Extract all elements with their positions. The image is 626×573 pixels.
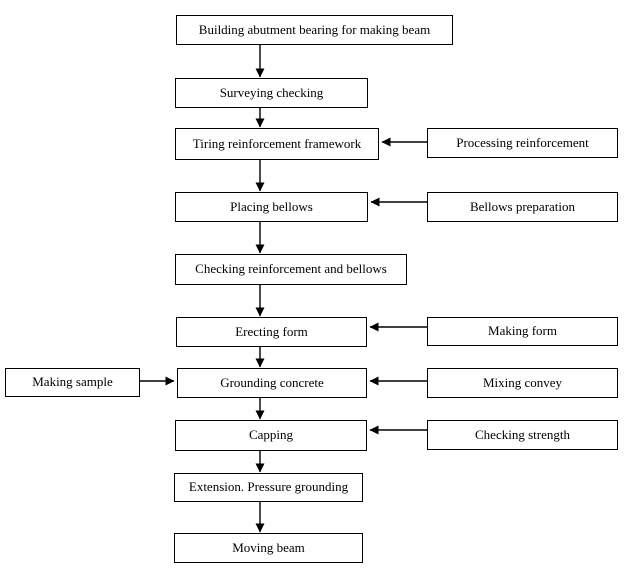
node-tiring-reinforcement-framework: Tiring reinforcement framework bbox=[175, 128, 379, 160]
node-processing-reinforcement: Processing reinforcement bbox=[427, 128, 618, 158]
node-building-abutment-bearing: Building abutment bearing for making bea… bbox=[176, 15, 453, 45]
node-extension-pressure-grounding: Extension. Pressure grounding bbox=[174, 473, 363, 502]
node-moving-beam: Moving beam bbox=[174, 533, 363, 563]
node-mixing-convey: Mixing convey bbox=[427, 368, 618, 398]
node-checking-reinforcement-and-bellows: Checking reinforcement and bellows bbox=[175, 254, 407, 285]
node-making-form: Making form bbox=[427, 317, 618, 346]
node-capping: Capping bbox=[175, 420, 367, 451]
node-surveying-checking: Surveying checking bbox=[175, 78, 368, 108]
node-placing-bellows: Placing bellows bbox=[175, 192, 368, 222]
node-checking-strength: Checking strength bbox=[427, 420, 618, 450]
node-grounding-concrete: Grounding concrete bbox=[177, 368, 367, 398]
node-erecting-form: Erecting form bbox=[176, 317, 367, 347]
node-making-sample: Making sample bbox=[5, 368, 140, 397]
node-bellows-preparation: Bellows preparation bbox=[427, 192, 618, 222]
